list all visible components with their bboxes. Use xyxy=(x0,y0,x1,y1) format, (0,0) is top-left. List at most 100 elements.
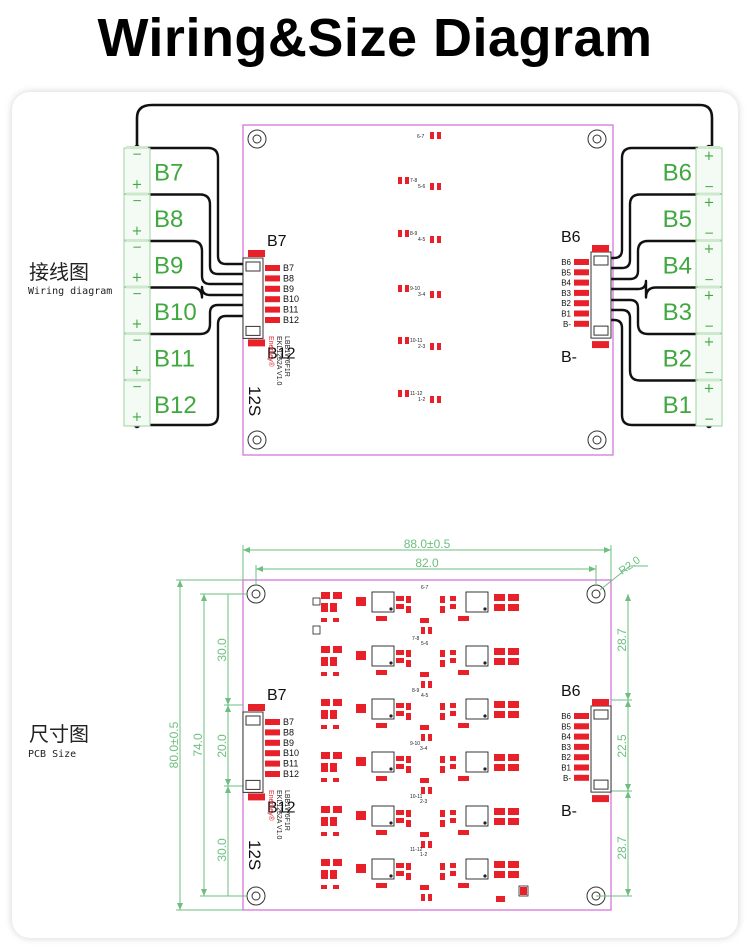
dim-right-seg-group: 28.7 xyxy=(615,836,629,860)
smd-pad xyxy=(430,183,434,190)
smd-component xyxy=(494,604,505,611)
smd-pad xyxy=(405,337,409,344)
battery-label: B9 xyxy=(154,252,183,279)
smd-component xyxy=(420,885,429,890)
smd-component xyxy=(376,830,387,835)
smd-component xyxy=(330,870,337,879)
battery-plus: + xyxy=(132,178,143,193)
battery-label: B3 xyxy=(663,299,692,326)
wiring-batteries: −+B7−+B8−+B9−+B10−+B11−+B12+−B6+−B5+−B4+… xyxy=(123,146,723,427)
smd-component xyxy=(494,808,505,815)
dim-right-seg-group: 22.5 xyxy=(615,734,629,758)
wire-right-3 xyxy=(596,279,709,299)
smd-component xyxy=(450,650,456,655)
smd-component xyxy=(440,596,445,603)
ic-outline xyxy=(371,645,395,667)
ic-pin1 xyxy=(389,767,393,771)
battery-plus: + xyxy=(132,317,143,332)
battery-label: B6 xyxy=(663,159,692,186)
balance-label: 3-4 xyxy=(420,746,427,752)
pcb-label-en: PCB Size xyxy=(28,749,77,760)
ic-pin1 xyxy=(483,607,487,611)
smd-pad xyxy=(430,343,434,350)
dim-left-seg-group: 30.0 xyxy=(215,638,229,662)
board-model: EKL1252A V1.0 xyxy=(275,336,282,386)
smd-component xyxy=(406,766,411,773)
battery-cell xyxy=(695,380,723,427)
smd-component xyxy=(396,711,404,716)
smd-component xyxy=(458,883,469,888)
smd-component xyxy=(406,873,411,880)
connector-pin-label: B11 xyxy=(283,759,298,769)
connector-pin-pad xyxy=(265,750,280,757)
smd-component xyxy=(330,817,337,826)
smd-component xyxy=(406,713,411,720)
smd-component xyxy=(333,806,342,813)
battery-terminal xyxy=(126,285,148,289)
smd-component xyxy=(333,592,342,599)
smd-component xyxy=(458,616,469,621)
ic-pin1 xyxy=(389,661,393,665)
smd-component xyxy=(406,596,411,603)
ic-pin1 xyxy=(389,874,393,878)
smd-component xyxy=(450,711,456,716)
ic-pin1 xyxy=(389,821,393,825)
battery-plus: + xyxy=(704,289,715,304)
series-label: 12S xyxy=(245,840,264,870)
balance-label: 4-5 xyxy=(421,693,428,699)
battery-minus: − xyxy=(132,333,142,347)
dim-right-seg-group: 28.7 xyxy=(615,628,629,652)
connector-pin-label: B2 xyxy=(561,753,571,762)
connector-pin-label: B12 xyxy=(283,315,299,325)
series-link-wire xyxy=(135,103,714,150)
smd-pad xyxy=(430,291,434,298)
smd-component xyxy=(494,711,505,718)
connector-pin-pad xyxy=(574,300,589,307)
smd-component xyxy=(321,710,328,719)
smd-pad xyxy=(398,177,402,184)
smd-component xyxy=(428,787,432,794)
smd-component xyxy=(458,776,469,781)
smd-component xyxy=(420,725,429,730)
connector-pin-label: B6 xyxy=(561,712,571,721)
smd-component xyxy=(321,763,328,772)
smd-component xyxy=(396,863,404,868)
smd-component xyxy=(356,651,366,660)
wire-right-4 xyxy=(596,298,709,336)
smd-component xyxy=(330,603,337,612)
battery-b12: −+B12 xyxy=(123,378,197,427)
connector-mount-pad xyxy=(592,341,609,349)
smd-component xyxy=(494,871,505,878)
smd-component xyxy=(440,713,445,720)
smd-pad xyxy=(398,285,402,292)
test-pad xyxy=(312,597,321,606)
battery-terminal xyxy=(698,239,720,242)
battery-plus: + xyxy=(132,364,143,379)
connector-pin-pad xyxy=(574,713,589,719)
smd-pad xyxy=(430,236,434,243)
smd-component xyxy=(333,646,342,653)
smd-component xyxy=(440,863,445,870)
smd-component xyxy=(440,873,445,880)
smd-component xyxy=(494,861,505,868)
smd-component xyxy=(396,604,404,609)
wiring-board-components: B7B8B9B10B11B12B7B12B6B5B4B3B2B1B-B6B-En… xyxy=(242,132,612,416)
smd-component xyxy=(428,841,432,848)
battery-terminal xyxy=(698,146,720,149)
battery-plus: + xyxy=(132,271,143,286)
smd-component xyxy=(508,594,519,601)
balance-label: 6-7 xyxy=(421,585,428,591)
smd-component xyxy=(420,778,429,783)
battery-terminal xyxy=(698,332,720,335)
smd-component xyxy=(321,672,327,676)
smd-component xyxy=(321,618,327,622)
battery-cell xyxy=(123,380,151,427)
smd-component xyxy=(333,699,342,706)
battery-label: B7 xyxy=(154,159,183,186)
smd-component xyxy=(396,596,404,601)
connector-pin-pad xyxy=(265,739,280,746)
smd-component xyxy=(330,657,337,666)
smd-component xyxy=(376,776,387,781)
smd-component xyxy=(450,604,456,609)
connector-bottom-label: B12 xyxy=(267,345,296,362)
